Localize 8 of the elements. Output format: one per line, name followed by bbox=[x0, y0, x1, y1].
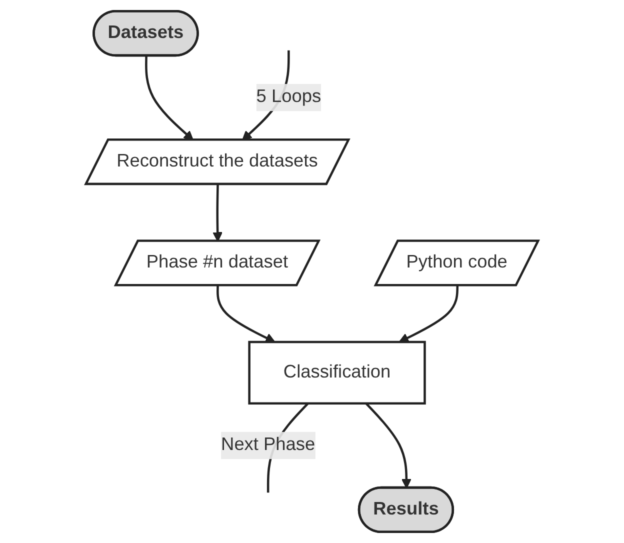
arrow bbox=[212, 184, 223, 242]
edge-label: Next Phase bbox=[221, 435, 316, 455]
arrow bbox=[216, 286, 276, 342]
arrow bbox=[365, 402, 412, 489]
arrow bbox=[398, 286, 459, 342]
edge-label: 5 Loops bbox=[256, 87, 322, 107]
arrow bbox=[145, 56, 194, 141]
node-box: Classification bbox=[248, 340, 426, 405]
